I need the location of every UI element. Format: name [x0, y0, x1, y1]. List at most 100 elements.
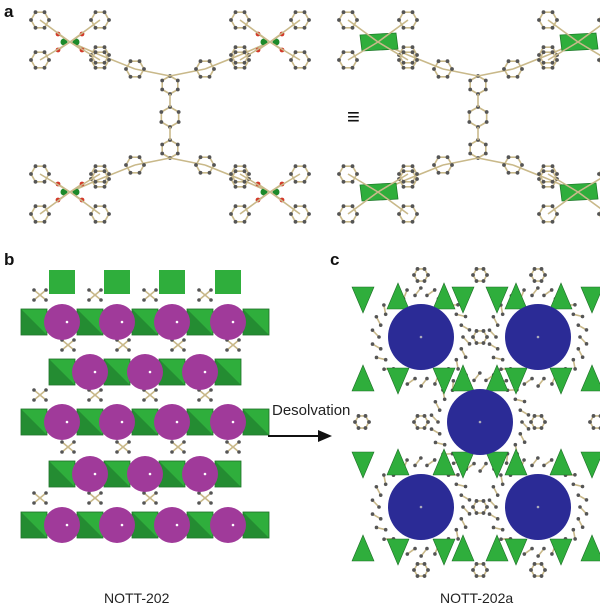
- atom: [410, 25, 415, 30]
- atom: [410, 184, 415, 189]
- atom: [485, 335, 489, 339]
- atom: [573, 367, 577, 371]
- atom: [102, 60, 107, 65]
- atom: [233, 184, 238, 189]
- atom: [541, 204, 546, 209]
- atom: [433, 382, 437, 386]
- octahedron-shade: [132, 309, 158, 335]
- atom: [474, 329, 479, 333]
- atom: [522, 440, 527, 445]
- atom: [571, 527, 576, 532]
- atom: [47, 212, 51, 216]
- bond: [33, 492, 47, 504]
- atom: [242, 60, 247, 65]
- atom: [584, 512, 589, 516]
- atom: [499, 537, 503, 541]
- atom: [289, 212, 293, 216]
- solvent-sphere: [127, 354, 163, 390]
- copper-triangle-polyhedron: [549, 538, 573, 566]
- atom: [550, 204, 555, 209]
- atom: [209, 398, 213, 402]
- atom: [293, 65, 298, 70]
- atom: [293, 204, 298, 209]
- atom: [442, 442, 447, 447]
- atom: [124, 67, 128, 71]
- atom: [32, 288, 36, 292]
- atom: [550, 10, 555, 15]
- atom: [539, 414, 544, 418]
- atom: [580, 525, 585, 530]
- atom: [42, 25, 47, 30]
- atom: [160, 151, 165, 156]
- atom: [474, 574, 479, 578]
- copper-triangle-polyhedron: [351, 451, 375, 479]
- atom: [495, 493, 500, 497]
- bond: [88, 289, 102, 301]
- sphere-center: [148, 370, 152, 374]
- atom: [491, 525, 496, 530]
- atom: [142, 398, 146, 402]
- atom: [597, 212, 600, 216]
- bond: [512, 164, 549, 180]
- atom: [541, 219, 546, 224]
- atom: [481, 267, 486, 271]
- atom: [242, 169, 247, 174]
- atom: [242, 45, 247, 50]
- atom: [422, 267, 427, 271]
- atom: [550, 169, 555, 174]
- atom: [578, 505, 582, 509]
- atom: [415, 562, 420, 566]
- atom: [229, 212, 233, 216]
- copper-triangle-polyhedron: [485, 286, 509, 314]
- atom: [233, 10, 238, 15]
- atom: [471, 335, 475, 339]
- atom: [337, 18, 341, 22]
- atom: [580, 355, 585, 360]
- nott-202-structure: [20, 270, 270, 543]
- atom: [102, 179, 107, 184]
- atom: [154, 398, 158, 402]
- atom: [412, 568, 416, 572]
- atom: [233, 60, 238, 65]
- atom: [401, 45, 406, 50]
- atom: [370, 498, 375, 502]
- atom: [302, 65, 307, 70]
- bond: [116, 339, 130, 351]
- atom: [182, 450, 186, 454]
- atom: [410, 50, 415, 55]
- copper-triangle-polyhedron: [386, 448, 410, 476]
- atom: [302, 25, 307, 30]
- atom: [128, 74, 133, 79]
- atom: [337, 172, 341, 176]
- atom: [142, 288, 146, 292]
- atom: [378, 323, 383, 327]
- atom: [526, 427, 531, 431]
- atom: [142, 163, 146, 167]
- atom: [472, 378, 476, 383]
- atom: [233, 65, 238, 70]
- atom: [494, 505, 498, 509]
- atom: [410, 219, 415, 224]
- sphere-center: [65, 523, 69, 527]
- atom: [33, 164, 38, 169]
- atom: [93, 10, 98, 15]
- atom: [537, 58, 541, 62]
- sphere-center: [120, 523, 124, 527]
- octahedron-shade: [159, 461, 185, 487]
- octahedron-shade: [77, 409, 103, 435]
- atom: [445, 59, 450, 64]
- atom: [159, 120, 164, 124]
- atom: [197, 298, 201, 302]
- atom: [522, 288, 526, 292]
- atom: [401, 50, 406, 55]
- atom: [128, 59, 133, 64]
- atom: [415, 53, 419, 57]
- atom: [242, 65, 247, 70]
- bond: [169, 157, 206, 166]
- atom: [520, 420, 524, 424]
- atom: [350, 219, 355, 224]
- bond: [512, 54, 549, 70]
- atom: [302, 50, 307, 55]
- bond: [69, 19, 101, 43]
- atom: [425, 293, 429, 298]
